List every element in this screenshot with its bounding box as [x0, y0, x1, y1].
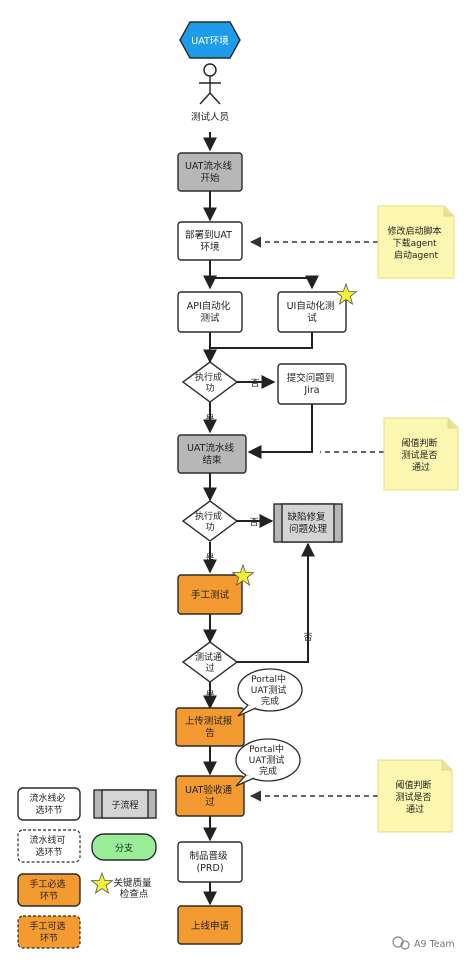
upload-report-label: 上传测试报 告 — [185, 715, 236, 739]
d1-no-label: 否 — [250, 378, 259, 389]
decision3-diamond — [181, 641, 239, 683]
key-quality-star-icon — [231, 563, 255, 586]
deploy-node — [177, 221, 243, 261]
watermark: A9 Team — [392, 936, 455, 950]
start-label: UAT环境 — [191, 35, 229, 47]
edges — [203, 132, 319, 906]
callout2-bubble — [235, 738, 301, 787]
release-label: 上线申请 — [191, 920, 230, 932]
legend-subprocess-box — [93, 789, 157, 819]
note2-label: 阈值判断 测试是否 通过 — [402, 437, 441, 473]
legend-star-icon — [90, 871, 114, 894]
legend-branch-label: 分支 — [115, 842, 133, 854]
note-connectors — [249, 236, 384, 802]
deploy-label: 部署到UAT 环境 — [185, 229, 235, 253]
manual-test-node — [177, 574, 243, 615]
decision2-diamond — [181, 500, 239, 542]
jira-node — [277, 363, 347, 405]
legend-required-box — [17, 787, 81, 821]
release-node — [177, 905, 243, 945]
callout1-label: Portal中 UAT测试 完成 — [251, 673, 289, 707]
note1-label: 修改启动脚本 下载agent 启动agent — [388, 225, 445, 261]
edge-ui-to-decision1 — [210, 332, 313, 349]
api-test-node — [177, 291, 243, 333]
artifact-label: 制品晋级 (PRD) — [189, 850, 230, 874]
d3-no-label: 否 — [303, 632, 312, 643]
edge-d3-to-defect — [237, 542, 315, 663]
d1-yes-label: 是 — [205, 414, 214, 425]
defect-fix-label: 缺陷修复 问题处理 — [287, 511, 328, 535]
manual-test-label: 手工测试 — [191, 589, 230, 601]
legend-branch-box — [91, 833, 157, 861]
actor-icon — [199, 63, 221, 105]
legend-manual-optional-box — [17, 915, 81, 949]
edge-jira-to-pipeline-end — [247, 404, 313, 459]
d2-yes-label: 是 — [205, 553, 214, 564]
api-test-label: API自动化 测试 — [187, 300, 234, 324]
edge-deploy-to-ui — [210, 275, 319, 290]
uat-accept-node — [175, 775, 245, 817]
legend: 流水线必 选环节 流水线可 选环节 手工必选 环节 手工可选 环节 子流程 分支… — [17, 787, 157, 949]
d2-no-label: 否 — [249, 517, 258, 528]
note2 — [383, 417, 459, 491]
legend-optional-box — [17, 829, 81, 863]
start-hexagon — [179, 21, 241, 59]
pipeline-start-label: UAT流水线 开始 — [185, 160, 235, 184]
callout1-bubble — [237, 668, 303, 717]
jira-label: 提交问题到 Jira — [287, 372, 338, 396]
pipeline-end-node — [177, 434, 247, 474]
ui-test-label: UI自动化测 试 — [287, 300, 338, 324]
note1 — [377, 205, 455, 279]
legend-key-point-label: 关键质量 检查点 — [113, 877, 154, 900]
decision1-diamond — [181, 361, 239, 403]
ui-test-node — [277, 291, 347, 333]
note3-label: 阈值判断 测试是否 通过 — [396, 779, 435, 815]
pipeline-end-label: UAT流水线 结束 — [187, 442, 237, 466]
defect-fix-subprocess — [273, 503, 343, 543]
decision2-label: 执行成 功 — [195, 510, 225, 533]
watermark-label: A9 Team — [414, 939, 455, 950]
pipeline-start-node — [177, 152, 243, 192]
decision3-label: 测试通 过 — [195, 651, 225, 674]
legend-subprocess-label: 子流程 — [111, 799, 138, 811]
decision1-label: 执行成 功 — [195, 371, 225, 394]
d3-yes-label: 是 — [205, 690, 214, 701]
legend-required-label: 流水线必 选环节 — [30, 792, 69, 816]
callout2-label: Portal中 UAT测试 完成 — [249, 743, 287, 777]
legend-optional-label: 流水线可 选环节 — [30, 834, 69, 858]
uat-accept-label: UAT验收通 过 — [185, 784, 235, 808]
upload-report-node — [175, 707, 245, 747]
actor-label: 测试人员 — [191, 111, 229, 123]
key-quality-star-icon — [334, 282, 358, 305]
artifact-node — [177, 841, 243, 883]
legend-manual-required-label: 手工必选 环节 — [30, 878, 69, 902]
note3 — [377, 759, 453, 833]
legend-manual-optional-label: 手工可选 环节 — [30, 920, 69, 944]
legend-manual-required-box — [17, 873, 81, 907]
